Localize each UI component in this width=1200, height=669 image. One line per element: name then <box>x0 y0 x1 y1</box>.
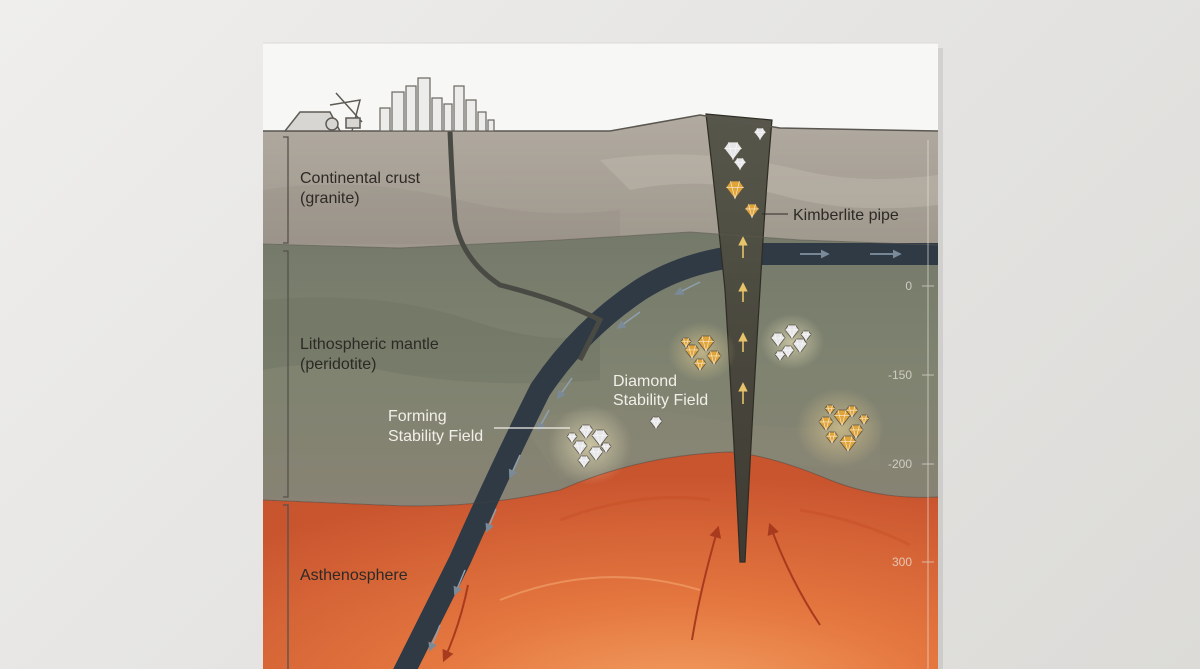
white-diamond-icon <box>781 345 795 359</box>
convection-arrow-right <box>767 522 821 626</box>
pipe-diamond-cluster <box>723 127 767 219</box>
gold-diamond-icon <box>845 405 859 419</box>
white-diamond-icon <box>578 424 594 440</box>
sky <box>263 43 938 131</box>
label-diamond: Diamond <box>613 373 677 390</box>
single-diamond <box>649 416 663 430</box>
gold-diamond-icon <box>858 414 870 426</box>
diamond-glow <box>796 388 884 468</box>
white-diamond-icon <box>577 455 591 469</box>
label-forming-stability-field: Stability Field <box>388 428 483 445</box>
mining-equipment-icon <box>283 92 363 132</box>
white-diamond-icon <box>733 157 747 171</box>
subducting-slab <box>393 243 938 669</box>
gold-diamond-icon <box>693 358 707 372</box>
gold-diamond-icon <box>848 424 864 440</box>
diamond-glow <box>760 314 824 370</box>
depth-tick-200: -200 <box>888 457 912 471</box>
depth-tick-0: 0 <box>905 279 912 293</box>
mantle-layer <box>263 232 938 506</box>
gold-diamond-cluster-right <box>796 388 884 468</box>
depth-tick-300: 300 <box>892 555 912 569</box>
crust-shading <box>600 154 938 209</box>
gold-diamond-icon <box>744 203 760 219</box>
white-diamond-icon <box>649 416 663 430</box>
depth-tick-150: -150 <box>888 368 912 382</box>
asth-flow-1 <box>559 496 711 522</box>
asth-flow-2 <box>799 508 911 547</box>
white-diamond-cluster-right <box>760 314 824 370</box>
white-diamond-icon <box>588 446 604 462</box>
label-diamond-stability-field: Stability Field <box>613 392 708 409</box>
gold-diamond-icon <box>825 431 839 445</box>
white-diamond-icon <box>753 127 767 141</box>
white-diamond-icon <box>572 440 588 456</box>
crustal-fault <box>447 130 604 362</box>
gold-diamond-cluster-left <box>668 322 736 382</box>
gold-diamond-icon <box>818 416 834 432</box>
label-kimberlite-pipe: Kimberlite pipe <box>793 207 899 224</box>
gold-diamond-icon <box>680 337 692 349</box>
slab-flow-arrows <box>428 249 902 652</box>
gold-diamond-icon <box>697 335 715 353</box>
label-peridotite: (peridotite) <box>300 356 376 373</box>
white-diamond-icon <box>600 442 612 454</box>
asth-flow-3 <box>499 576 701 601</box>
white-diamond-icon <box>723 141 743 161</box>
gold-diamond-icon <box>706 350 722 366</box>
white-diamond-icon <box>784 324 800 340</box>
depth-scale <box>922 140 934 669</box>
white-diamond-icon <box>591 429 609 447</box>
gold-diamond-icon <box>725 180 745 200</box>
white-diamond-icon <box>770 332 786 348</box>
layer-brackets <box>283 136 289 669</box>
cross-section-panel: 0 -150 -200 300 Continental crust (grani… <box>263 43 938 669</box>
white-diamond-cluster-left <box>548 405 632 485</box>
label-granite: (granite) <box>300 190 360 207</box>
white-diamond-icon <box>800 330 812 342</box>
white-diamond-icon <box>792 338 808 354</box>
label-lithospheric-mantle: Lithospheric mantle <box>300 336 439 353</box>
diamond-glow <box>548 405 632 485</box>
mantle-boundary <box>263 451 938 507</box>
mantle-shading <box>263 297 600 384</box>
gold-diamond-icon <box>839 435 857 453</box>
label-continental-crust: Continental crust <box>300 170 421 187</box>
crust-boundary <box>263 231 938 249</box>
label-forming: Forming <box>388 408 447 425</box>
convection-arrow-left <box>691 525 722 641</box>
city-skyline-icon <box>379 77 495 132</box>
gold-diamond-icon <box>824 404 836 416</box>
diamond-glow <box>668 322 736 382</box>
label-asthenosphere: Asthenosphere <box>300 567 408 584</box>
white-diamond-icon <box>774 350 786 362</box>
white-diamond-icon <box>566 432 578 444</box>
crust-shading-2 <box>263 184 620 244</box>
convection-arrow-down <box>442 584 469 663</box>
